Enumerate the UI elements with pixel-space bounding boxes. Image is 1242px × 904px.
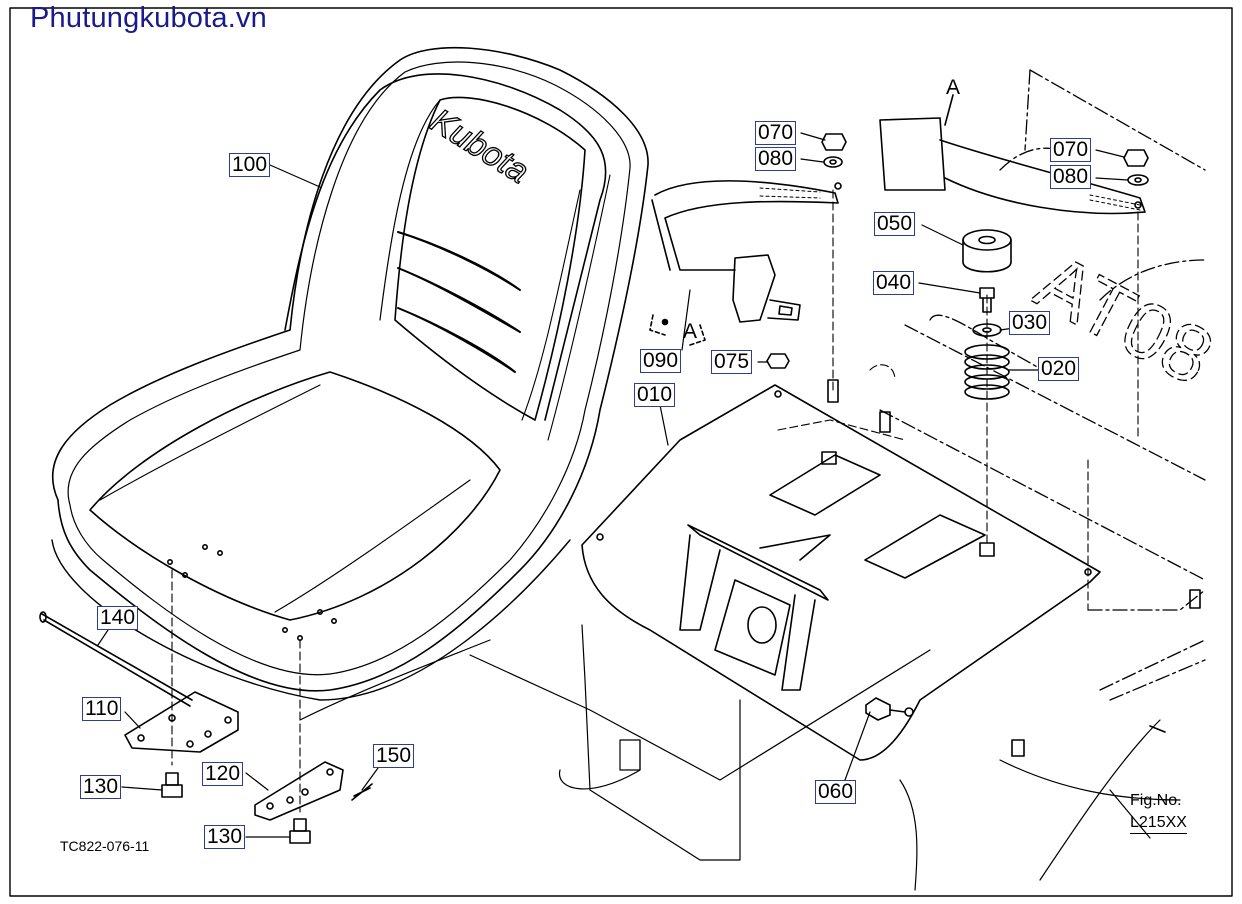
base-plate [581, 384, 1101, 761]
callout-140[interactable]: 140 [97, 606, 139, 630]
seat-belt-090 [651, 180, 842, 323]
callout-070-left[interactable]: 070 [755, 121, 797, 145]
rear-body [879, 69, 1206, 701]
pin-150 [351, 783, 373, 801]
drawing-code: TC822-076-11 [60, 838, 150, 854]
a-dashed-corner [649, 314, 706, 346]
fig-label: Fig.No. [1130, 792, 1182, 809]
callout-040[interactable]: 040 [873, 271, 915, 295]
a-pointer [944, 94, 954, 126]
cushion-050 [962, 229, 1012, 273]
callout-060[interactable]: 060 [815, 780, 857, 804]
tag-a-lower: A [683, 320, 697, 343]
seat-mount-lines [171, 569, 301, 813]
bolt-040 [979, 287, 995, 313]
callout-100[interactable]: 100 [229, 153, 271, 177]
nut-070b [1123, 149, 1149, 167]
bracket-120 [254, 761, 344, 821]
callout-080-right[interactable]: 080 [1050, 165, 1092, 189]
frame-lines [299, 624, 1181, 891]
callout-070-right[interactable]: 070 [1050, 138, 1092, 162]
callout-010[interactable]: 010 [634, 383, 676, 407]
washer-080b [1127, 174, 1149, 186]
callout-020[interactable]: 020 [1038, 357, 1080, 381]
callout-090[interactable]: 090 [640, 349, 682, 373]
bolt-060 [865, 697, 914, 721]
callout-030[interactable]: 030 [1009, 311, 1051, 335]
spring-020 [964, 344, 1010, 400]
callout-150[interactable]: 150 [373, 744, 415, 768]
drawing-border [9, 7, 1233, 897]
tag-a-upper: A [946, 76, 960, 99]
callout-110[interactable]: 110 [82, 697, 122, 721]
bracket-110 [124, 691, 239, 753]
slide-rod [39, 611, 193, 707]
leader-lines [97, 132, 1151, 839]
washer-080a [823, 156, 843, 168]
seat-drawing [51, 46, 649, 701]
studs [821, 379, 1201, 757]
callout-080-left[interactable]: 080 [755, 147, 797, 171]
nut-070a [821, 133, 847, 151]
callout-130-lower[interactable]: 130 [204, 825, 246, 849]
bolt-130a [161, 772, 183, 798]
callout-075[interactable]: 075 [711, 350, 753, 374]
nut-075 [766, 353, 790, 369]
callout-050[interactable]: 050 [874, 212, 916, 236]
site-watermark: Phutungkubota.vn [30, 2, 267, 34]
bolt-130b [289, 818, 311, 844]
seat-belt-a [879, 117, 1146, 215]
fig-number: L215XX [1130, 814, 1187, 834]
callout-120[interactable]: 120 [202, 762, 244, 786]
callout-130-upper[interactable]: 130 [80, 775, 122, 799]
seat-brand-text: Kubota [424, 102, 536, 191]
